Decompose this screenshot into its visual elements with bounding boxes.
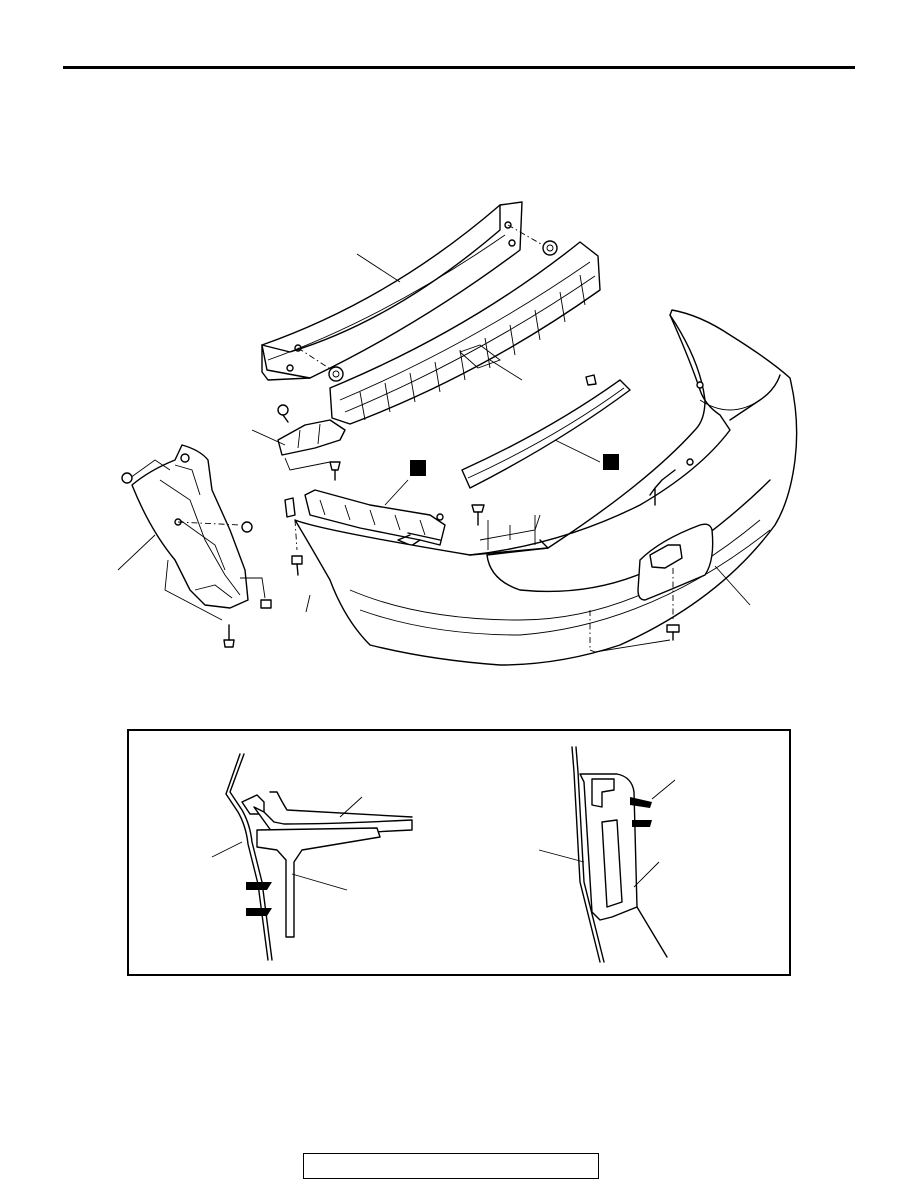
nut-lower [328, 366, 344, 382]
side-bracket-left [251, 404, 346, 481]
screw-left-lower [291, 519, 311, 613]
callout-marker-b [603, 454, 619, 470]
clip-center [471, 504, 485, 526]
rear-bumper-exploded-view [117, 201, 798, 666]
energy-absorber [329, 241, 601, 425]
rear-splash-shield [117, 444, 272, 648]
bumper-reinforcement-beam [261, 201, 549, 381]
rear-bumper-cover [294, 309, 798, 666]
header-rule [63, 66, 855, 69]
footer-box [303, 1153, 599, 1179]
plate-screw [666, 568, 680, 641]
center-trim-strip [461, 374, 631, 489]
section-detail-drawings [211, 746, 676, 963]
callout-marker-a [410, 460, 426, 476]
clip-left-upper [284, 497, 296, 518]
bumper-side-bracket [304, 460, 446, 573]
section-detail-box [127, 729, 791, 976]
section-view-right [538, 746, 676, 963]
nut-upper [542, 240, 558, 256]
section-view-left [211, 753, 413, 961]
